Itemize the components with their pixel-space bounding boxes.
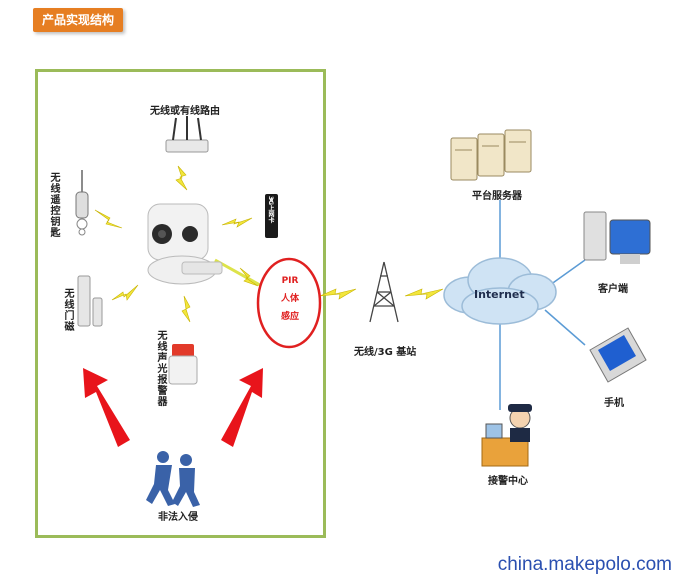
bolt-remote <box>94 209 123 229</box>
bolt-door <box>111 284 139 301</box>
pir-ellipse <box>256 257 322 349</box>
line-internet-phone <box>544 309 586 346</box>
client-label: 客户端 <box>598 284 628 295</box>
bolt-siren <box>181 295 191 323</box>
router-icon <box>165 116 209 153</box>
door-sensor-icon <box>77 275 103 327</box>
pir-label: PIR 人体 感应 <box>270 272 310 326</box>
server-label: 平台服务器 <box>472 191 522 202</box>
camera-icon <box>147 203 223 285</box>
diagram-title: 产品实现结构 <box>33 8 123 32</box>
bolt-camera-pir <box>239 267 259 287</box>
cloud-icon <box>443 257 557 325</box>
line-camera-pir <box>214 258 261 287</box>
siren-label: 无线声光报警器 <box>155 330 166 407</box>
intruder-icon <box>146 451 200 507</box>
server-icon <box>450 129 532 181</box>
watermark: china.makepolo.com <box>497 554 672 575</box>
intruder-label: 非法入侵 <box>158 512 198 523</box>
arrow-right <box>221 368 263 447</box>
tower-icon <box>369 261 399 323</box>
arrow-left <box>83 368 130 447</box>
line-internet-client <box>549 259 586 286</box>
remote-label: 无线遥控钥匙 <box>48 172 59 238</box>
router-label: 无线或有线路由 <box>150 106 220 117</box>
internet-label: Internet <box>474 288 525 301</box>
phone-label: 手机 <box>604 398 624 409</box>
siren-icon <box>168 344 198 385</box>
keypad-label: 3G上网卡 <box>267 196 274 224</box>
door-sensor-label: 无线门磁 <box>62 288 73 332</box>
police-icon <box>481 404 532 467</box>
pir-line-3: 感应 <box>280 312 299 322</box>
pir-line-1: PIR <box>281 276 299 286</box>
phone-icon <box>589 327 647 383</box>
bolt-keypad <box>221 217 253 228</box>
keypad-icon <box>265 194 278 238</box>
base-station-label: 无线/3G 基站 <box>354 347 417 358</box>
pir-line-2: 人体 <box>280 294 299 304</box>
computer-icon <box>583 211 651 264</box>
home-zone-frame <box>35 69 326 538</box>
bolt-pir-station <box>319 288 357 300</box>
police-label: 接警中心 <box>488 476 528 487</box>
bolt-station-internet <box>404 288 444 300</box>
bolt-router <box>175 165 188 191</box>
remote-icon <box>75 170 89 236</box>
